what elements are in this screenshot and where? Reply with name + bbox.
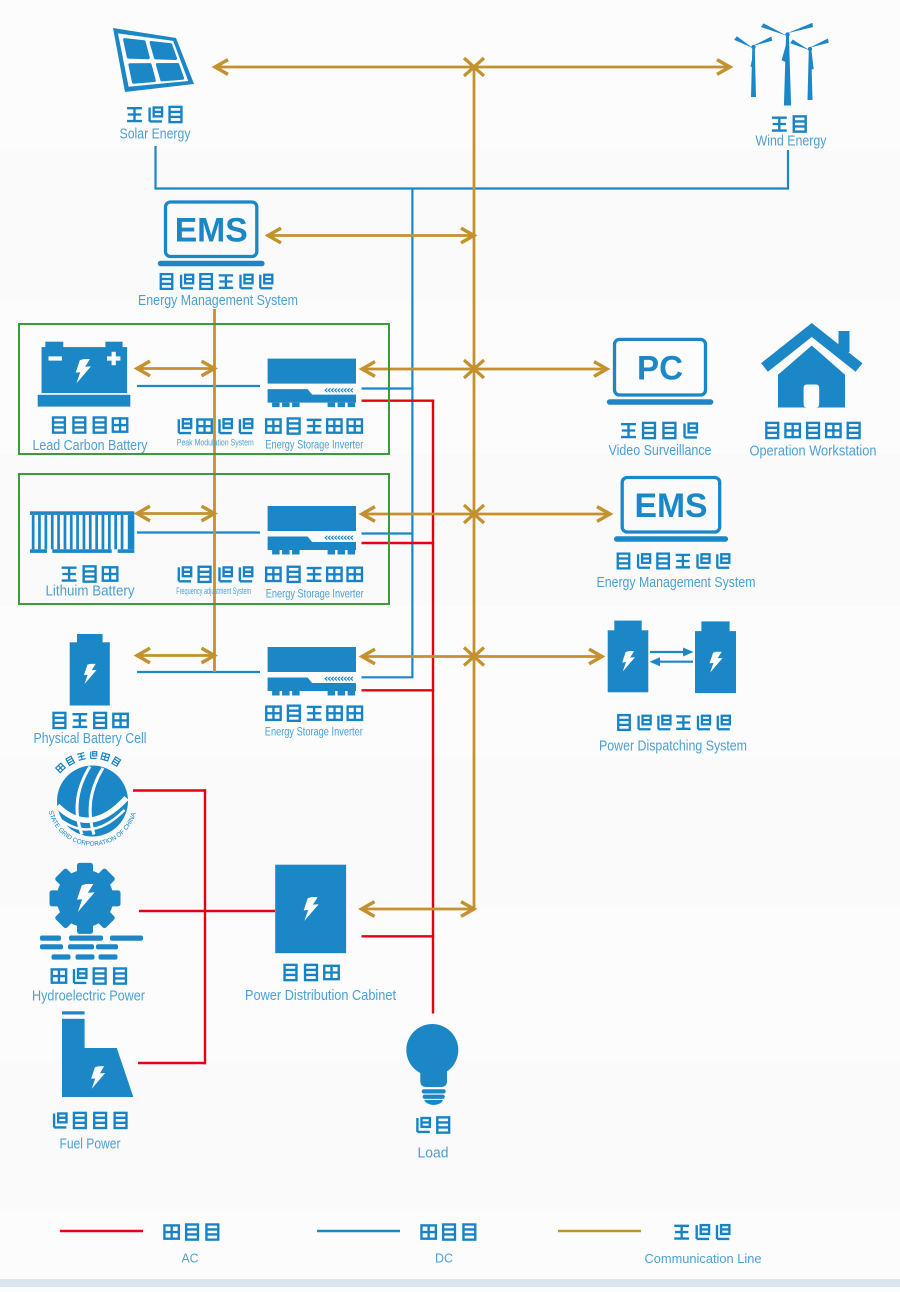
- svg-text:Lithuim Battery: Lithuim Battery: [46, 583, 135, 600]
- svg-text:Energy Storage Inverter: Energy Storage Inverter: [265, 439, 363, 451]
- svg-text:Energy Storage Inverter: Energy Storage Inverter: [265, 727, 363, 739]
- svg-text:Fuel Power: Fuel Power: [60, 1136, 121, 1153]
- svg-text:Wind Energy: Wind Energy: [756, 133, 827, 150]
- svg-text:Lead Carbon Battery: Lead Carbon Battery: [33, 437, 148, 454]
- svg-text:Energy Storage Inverter: Energy Storage Inverter: [266, 589, 364, 601]
- svg-text:Hydroelectric Power: Hydroelectric Power: [32, 988, 145, 1005]
- svg-text:Frequency adjustment System: Frequency adjustment System: [176, 586, 251, 596]
- svg-text:AC: AC: [182, 1251, 199, 1266]
- svg-text:DC: DC: [435, 1251, 453, 1266]
- svg-text:Energy Management System: Energy Management System: [138, 292, 298, 309]
- svg-text:PC: PC: [637, 349, 683, 387]
- svg-text:Video Surveillance: Video Surveillance: [609, 442, 712, 459]
- svg-text:EMS: EMS: [175, 212, 248, 250]
- svg-text:Energy Management System: Energy Management System: [597, 574, 756, 591]
- svg-text:Solar Energy: Solar Energy: [120, 126, 191, 143]
- svg-text:Power Distribution Cabinet: Power Distribution Cabinet: [245, 987, 397, 1004]
- svg-text:Communication Line: Communication Line: [645, 1251, 762, 1266]
- svg-text:Operation Workstation: Operation Workstation: [750, 443, 877, 460]
- svg-text:Power Dispatching System: Power Dispatching System: [599, 738, 747, 755]
- svg-text:Load: Load: [418, 1145, 449, 1162]
- svg-text:Peak Modulation System: Peak Modulation System: [177, 438, 254, 448]
- svg-text:EMS: EMS: [635, 487, 708, 525]
- svg-text:Physical Battery Cell: Physical Battery Cell: [34, 730, 147, 747]
